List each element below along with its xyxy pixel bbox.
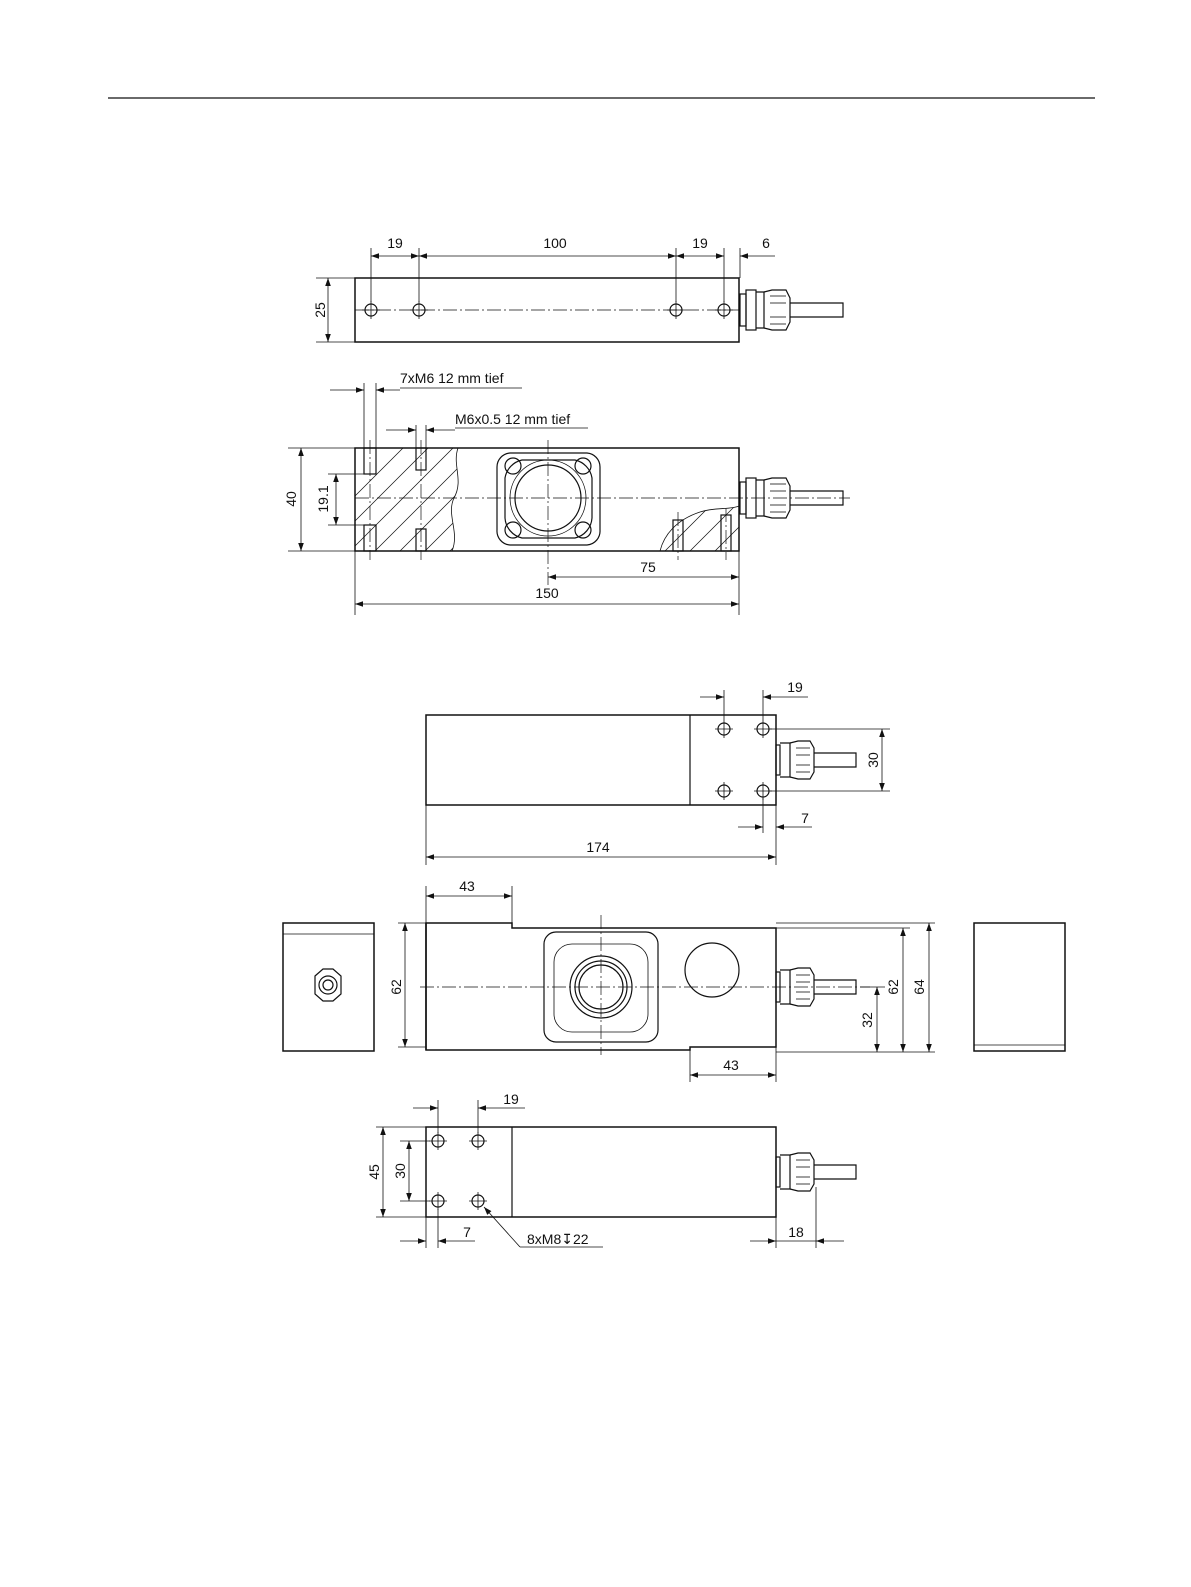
dim-174: 174 xyxy=(586,839,610,855)
dim-30: 30 xyxy=(392,1163,408,1179)
cable-gland-icon xyxy=(776,1153,856,1191)
dim-75: 75 xyxy=(640,559,656,575)
thread-note-7xm6: 7xM6 12 mm tief xyxy=(400,370,504,386)
dim-7: 7 xyxy=(801,810,809,826)
hole-icon xyxy=(429,1192,447,1210)
dim-62: 62 xyxy=(885,979,901,995)
connector-nut-icon xyxy=(315,969,341,1001)
dim-64: 64 xyxy=(911,979,927,995)
dim-62: 62 xyxy=(388,979,404,995)
thread-note-m6x05: M6x0.5 12 mm tief xyxy=(455,411,570,427)
dim-7: 7 xyxy=(463,1224,471,1240)
hole-icon xyxy=(469,1132,487,1150)
dim-19: 19 xyxy=(387,235,403,251)
view-front-section: 7xM6 12 mm tief M6x0.5 12 mm tief 40 19.… xyxy=(283,370,850,615)
dim-32: 32 xyxy=(859,1012,875,1028)
hole-icon xyxy=(410,301,428,319)
dim-45: 45 xyxy=(366,1164,382,1180)
end-view-left xyxy=(283,923,374,1051)
dim-6: 6 xyxy=(762,235,770,251)
dim-40: 40 xyxy=(283,491,299,507)
dim-19: 19 xyxy=(692,235,708,251)
end-view-right xyxy=(974,923,1065,1051)
hole-icon xyxy=(667,301,685,319)
dim-150: 150 xyxy=(535,585,559,601)
dim-25: 25 xyxy=(312,302,328,318)
hole-icon xyxy=(754,720,772,738)
dim-100: 100 xyxy=(543,235,567,251)
thread-note-8xm8: 8xM8↧22 xyxy=(527,1231,589,1247)
hole-icon xyxy=(715,720,733,738)
dim-18: 18 xyxy=(788,1224,804,1240)
cable-gland-icon xyxy=(776,741,856,779)
beam-cutout-icon xyxy=(497,453,600,545)
hole-icon xyxy=(715,301,733,319)
cable-gland-icon xyxy=(740,290,843,330)
view-side-elevation: 19 30 7 174 xyxy=(426,679,890,865)
hole-icon xyxy=(362,301,380,319)
view-main-elevation: 43 62 32 62 64 43 xyxy=(283,878,1065,1082)
dim-30: 30 xyxy=(865,752,881,768)
dim-43: 43 xyxy=(459,878,475,894)
dim-43: 43 xyxy=(723,1057,739,1073)
view-bottom: 19 45 30 7 8xM8↧22 18 xyxy=(366,1091,856,1248)
dim-19-1: 19.1 xyxy=(315,485,331,512)
view-top: 19 100 19 6 25 xyxy=(312,235,843,342)
load-point-icon xyxy=(685,943,739,997)
hole-icon xyxy=(754,782,772,800)
dim-19: 19 xyxy=(787,679,803,695)
hole-icon xyxy=(715,782,733,800)
dim-19: 19 xyxy=(503,1091,519,1107)
hole-icon xyxy=(429,1132,447,1150)
